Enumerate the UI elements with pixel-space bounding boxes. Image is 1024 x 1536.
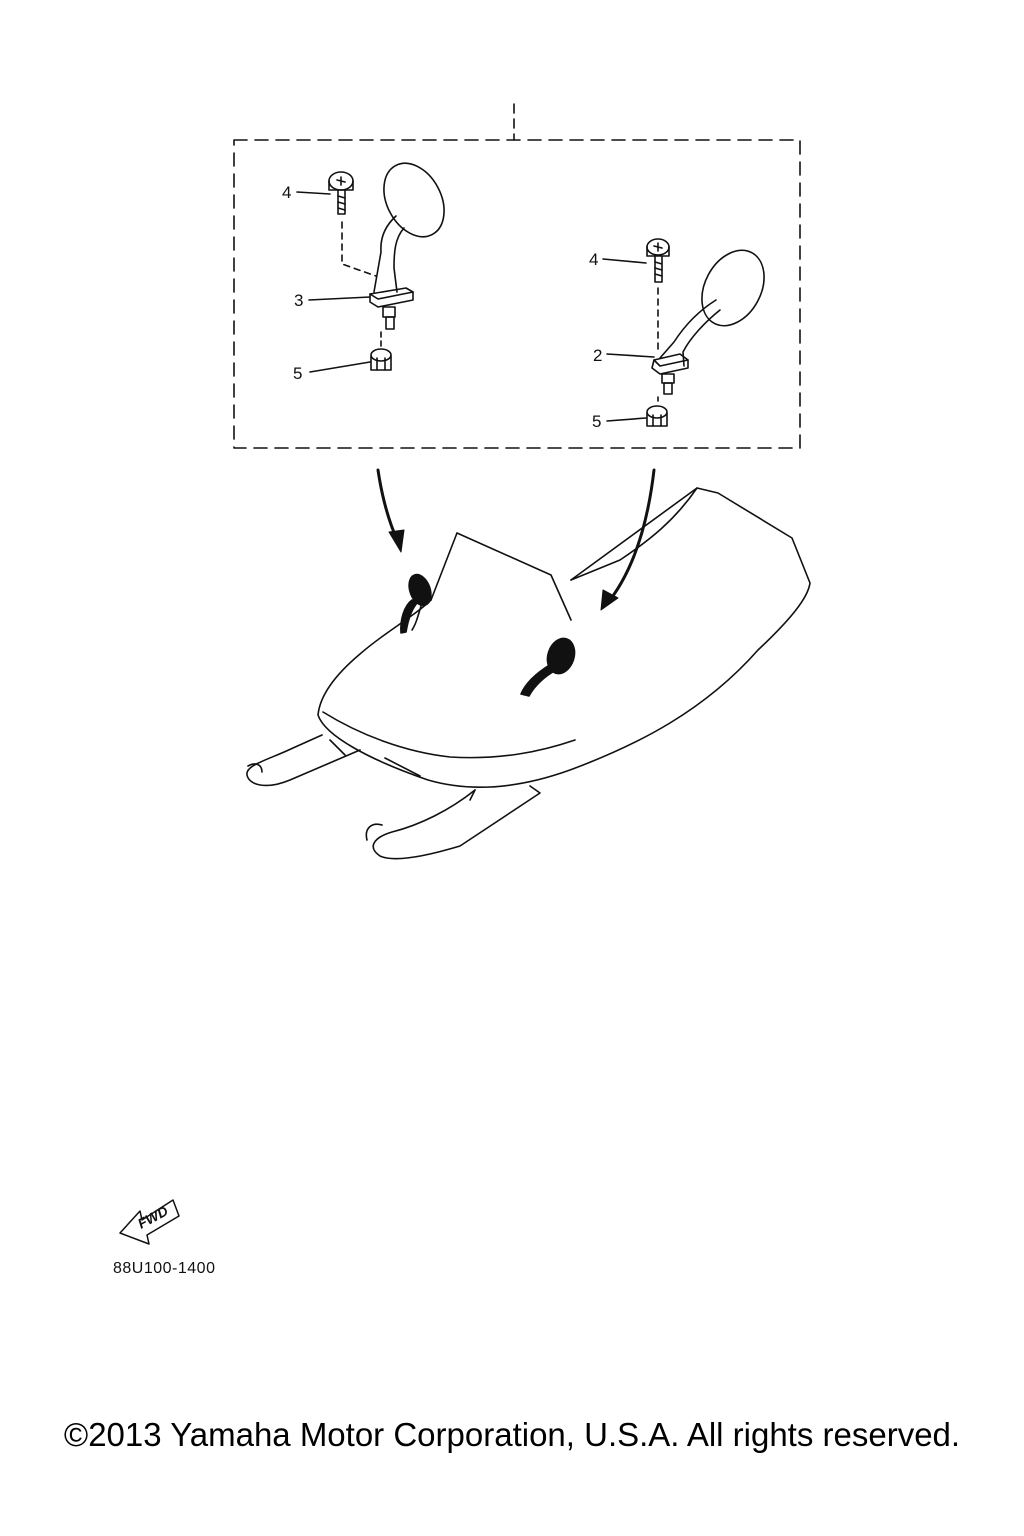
forward-direction-badge: [119, 1199, 180, 1245]
diagram-code: 88U100-1400: [113, 1260, 216, 1277]
install-arrows: [376, 468, 656, 611]
left-mirror-group: [296, 162, 445, 373]
left-bolt-part: [328, 171, 354, 215]
callout-right-bolt: 4: [589, 250, 598, 269]
installed-mirror-left: [400, 573, 432, 634]
left-nut-part: [370, 348, 392, 371]
right-nut-part: [646, 405, 668, 427]
callout-left-nut: 5: [293, 364, 302, 383]
fwd-label: FWD: [135, 1203, 171, 1232]
callout-right-mirror: 2: [593, 346, 602, 365]
callout-right-nut: 5: [592, 412, 601, 431]
left-mirror-part: [369, 162, 445, 330]
installed-mirror-right: [520, 637, 576, 697]
callout-left-bolt: 4: [282, 183, 291, 202]
copyright-notice: ©2013 Yamaha Motor Corporation, U.S.A. A…: [63, 1416, 961, 1453]
callout-left-mirror: 3: [294, 291, 303, 310]
right-bolt-part: [646, 238, 670, 283]
snowmobile-body: [246, 487, 811, 860]
right-mirror-part: [651, 249, 765, 395]
right-mirror-group: [602, 238, 765, 427]
mirror-assembly-group-box: [233, 139, 801, 449]
